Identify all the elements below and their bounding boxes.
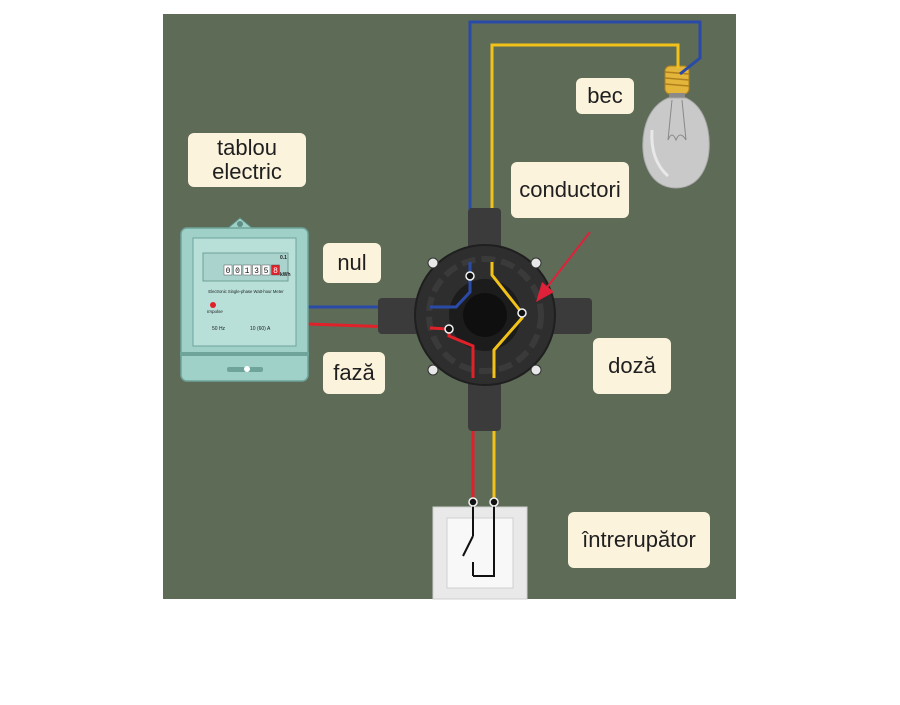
meter-digit-cell [223, 264, 233, 276]
wall-switch-icon [432, 497, 528, 600]
meter-current-rating: 10 (60) A [250, 326, 271, 332]
switch-label: întrerupător [568, 512, 710, 568]
meter-digit: 1 [245, 267, 250, 276]
meter-digit: 3 [254, 267, 259, 276]
phase-wire-inner [429, 326, 475, 378]
neutral-terminal [465, 271, 475, 281]
pointer-arrow-icon [536, 231, 591, 302]
meter-digit: 8 [273, 267, 278, 276]
bulb-label: bec [576, 78, 634, 114]
meter-digit: 0 [226, 267, 231, 276]
meter-unit: kWh [280, 272, 291, 278]
light-bulb-icon [642, 65, 710, 189]
junction-box-label: doză [593, 338, 671, 394]
panel-label: tablou electric [188, 133, 306, 187]
phase-terminal [444, 324, 454, 334]
meter-digit: 0 [235, 267, 240, 276]
conductors-label: conductori [511, 162, 629, 218]
phase-label: fază [323, 352, 385, 394]
meter-impulse-label: Impulse [207, 309, 223, 314]
meter-frequency: 50 Hz [212, 326, 226, 332]
meter-title: Electronic Single-phase Watt-hour Meter [208, 289, 284, 294]
meter-resolution: 0.1 [280, 255, 287, 261]
neutral-label: nul [323, 243, 381, 283]
meter-digit-cell [261, 264, 271, 276]
meter-digit: 5 [264, 267, 269, 276]
meter-digit-cell [242, 264, 252, 276]
switched-terminal [517, 308, 527, 318]
meter-digit-cell [271, 264, 280, 276]
electric-meter-icon [180, 217, 309, 382]
meter-digit-cell [252, 264, 261, 276]
meter-digit-cell [233, 264, 242, 276]
